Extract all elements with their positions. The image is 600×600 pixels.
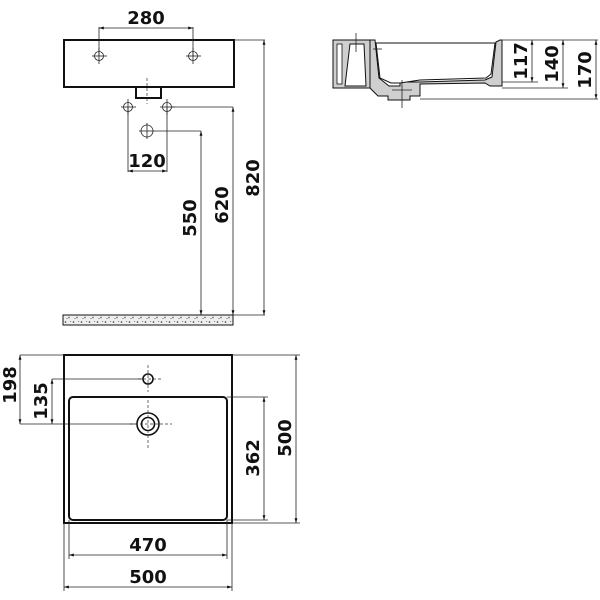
dim-total-depth: 500: [275, 419, 296, 457]
dim-inner-depth: 140: [542, 45, 563, 83]
dim-total-width: 500: [129, 567, 167, 588]
floor: [62, 314, 234, 326]
dim-tap-hole-offset: 198: [0, 366, 21, 404]
waste-hole: [139, 123, 155, 139]
dim-bowl-depth: 117: [511, 42, 532, 80]
front-wall-view: 280 120 550 620 820: [62, 8, 266, 326]
bowl-outline: [68, 396, 228, 521]
dim-bowl-width: 470: [129, 535, 167, 556]
basin-front-outline: [63, 39, 235, 88]
side-section-view: 117 140 170: [332, 33, 598, 108]
tap-hole-right: [186, 48, 201, 64]
dim-top-height: 820: [243, 159, 264, 197]
tap-hole-plan: [138, 365, 162, 392]
dim-supply-hole-spacing: 120: [128, 151, 166, 172]
top-plan-view: 198 135 362 500 470 500: [0, 354, 300, 591]
dim-tap-hole-spacing: 280: [127, 8, 165, 29]
waste-outlet-stub: [135, 86, 162, 99]
dim-total-height: 170: [575, 51, 596, 89]
basin-outer-outline: [63, 354, 233, 524]
supply-hole-left: [121, 99, 136, 115]
dim-supply-height: 620: [212, 186, 233, 224]
dim-waste-height: 550: [180, 199, 201, 237]
dim-waste-to-tap-offset: 135: [31, 382, 52, 420]
tap-hole-left: [92, 48, 107, 64]
dim-bowl-length: 362: [243, 439, 264, 477]
drain-plan: [130, 400, 172, 449]
